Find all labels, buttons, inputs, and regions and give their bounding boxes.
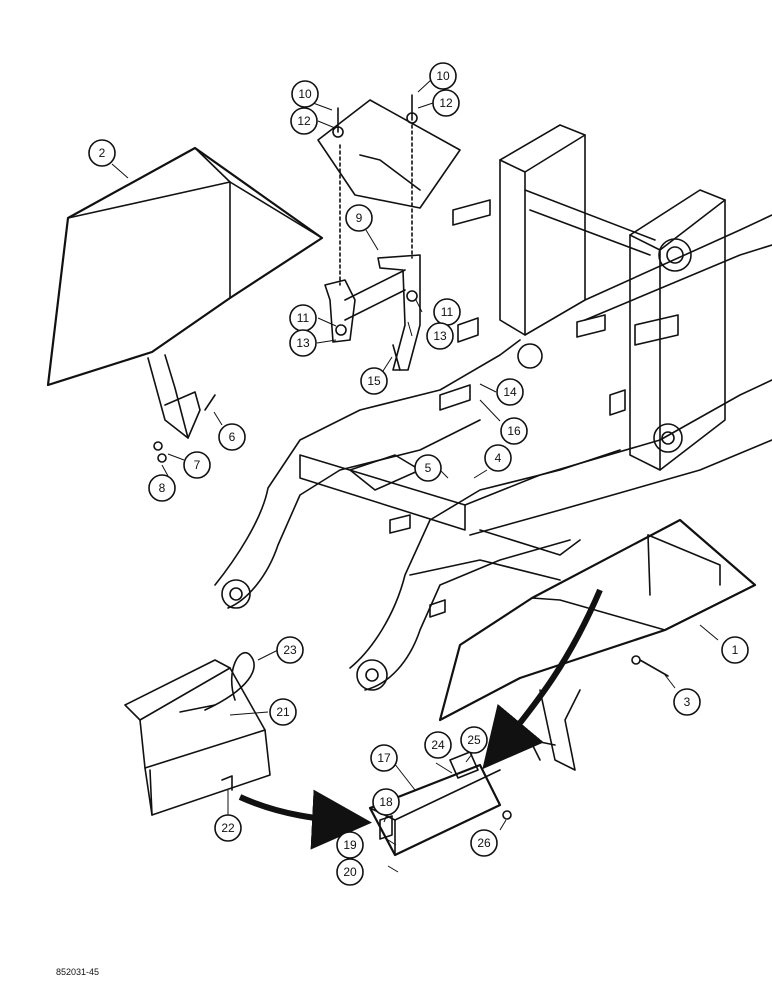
svg-text:21: 21	[276, 705, 290, 719]
callout-18: 18	[372, 788, 400, 816]
svg-text:15: 15	[367, 374, 381, 388]
callout-19: 19	[336, 831, 364, 859]
callout-20: 20	[336, 858, 364, 886]
callout-21: 21	[269, 698, 297, 726]
callout-13: 13	[289, 329, 317, 357]
callout-6: 6	[218, 423, 246, 451]
callout-7: 7	[183, 451, 211, 479]
callout-4: 4	[484, 444, 512, 472]
callout-1: 1	[721, 636, 749, 664]
svg-text:2: 2	[99, 146, 106, 160]
svg-text:5: 5	[425, 461, 432, 475]
svg-text:8: 8	[159, 481, 166, 495]
svg-text:3: 3	[684, 695, 691, 709]
callout-17: 17	[370, 744, 398, 772]
svg-text:9: 9	[356, 211, 363, 225]
svg-text:11: 11	[297, 311, 310, 325]
svg-text:4: 4	[495, 451, 502, 465]
svg-text:6: 6	[229, 430, 236, 444]
left-fender	[46, 146, 324, 463]
svg-text:14: 14	[503, 385, 517, 399]
toolbox-open	[124, 652, 271, 816]
svg-text:10: 10	[298, 87, 312, 101]
callout-13: 13	[426, 322, 454, 350]
svg-text:22: 22	[221, 821, 235, 835]
callout-22: 22	[214, 814, 242, 842]
loader-frame	[214, 124, 772, 691]
callout-16: 16	[500, 417, 528, 445]
svg-text:25: 25	[467, 733, 481, 747]
callout-9: 9	[345, 204, 373, 232]
callout-2: 2	[88, 139, 116, 167]
svg-text:16: 16	[507, 424, 521, 438]
callout-11: 11	[289, 304, 317, 332]
callout-25: 25	[460, 726, 488, 754]
svg-text:12: 12	[297, 114, 311, 128]
svg-text:17: 17	[377, 751, 391, 765]
svg-text:23: 23	[283, 643, 297, 657]
svg-text:10: 10	[436, 69, 450, 83]
callout-11: 11	[433, 298, 461, 326]
callout-15: 15	[360, 367, 388, 395]
callout-12: 12	[432, 89, 460, 117]
reference-code: 852031-45	[56, 967, 99, 977]
leader-lines	[111, 78, 719, 873]
svg-text:12: 12	[439, 96, 453, 110]
svg-text:11: 11	[441, 305, 454, 319]
right-fender	[438, 518, 757, 771]
svg-text:20: 20	[343, 865, 357, 879]
callout-10: 10	[429, 62, 457, 90]
callout-26: 26	[470, 829, 498, 857]
svg-text:18: 18	[379, 795, 393, 809]
assembly-arrows	[238, 588, 603, 850]
callout-10: 10	[291, 80, 319, 108]
svg-text:13: 13	[433, 329, 447, 343]
callout-24: 24	[424, 731, 452, 759]
svg-text:7: 7	[194, 458, 201, 472]
callout-5: 5	[414, 454, 442, 482]
callout-12: 12	[290, 107, 318, 135]
svg-text:1: 1	[732, 643, 739, 657]
svg-text:13: 13	[296, 336, 310, 350]
callout-14: 14	[496, 378, 524, 406]
svg-text:19: 19	[343, 838, 357, 852]
svg-text:26: 26	[477, 836, 491, 850]
svg-text:24: 24	[431, 738, 445, 752]
mounting-bracket	[317, 94, 461, 371]
callout-8: 8	[148, 474, 176, 502]
callout-23: 23	[276, 636, 304, 664]
callout-3: 3	[673, 688, 701, 716]
